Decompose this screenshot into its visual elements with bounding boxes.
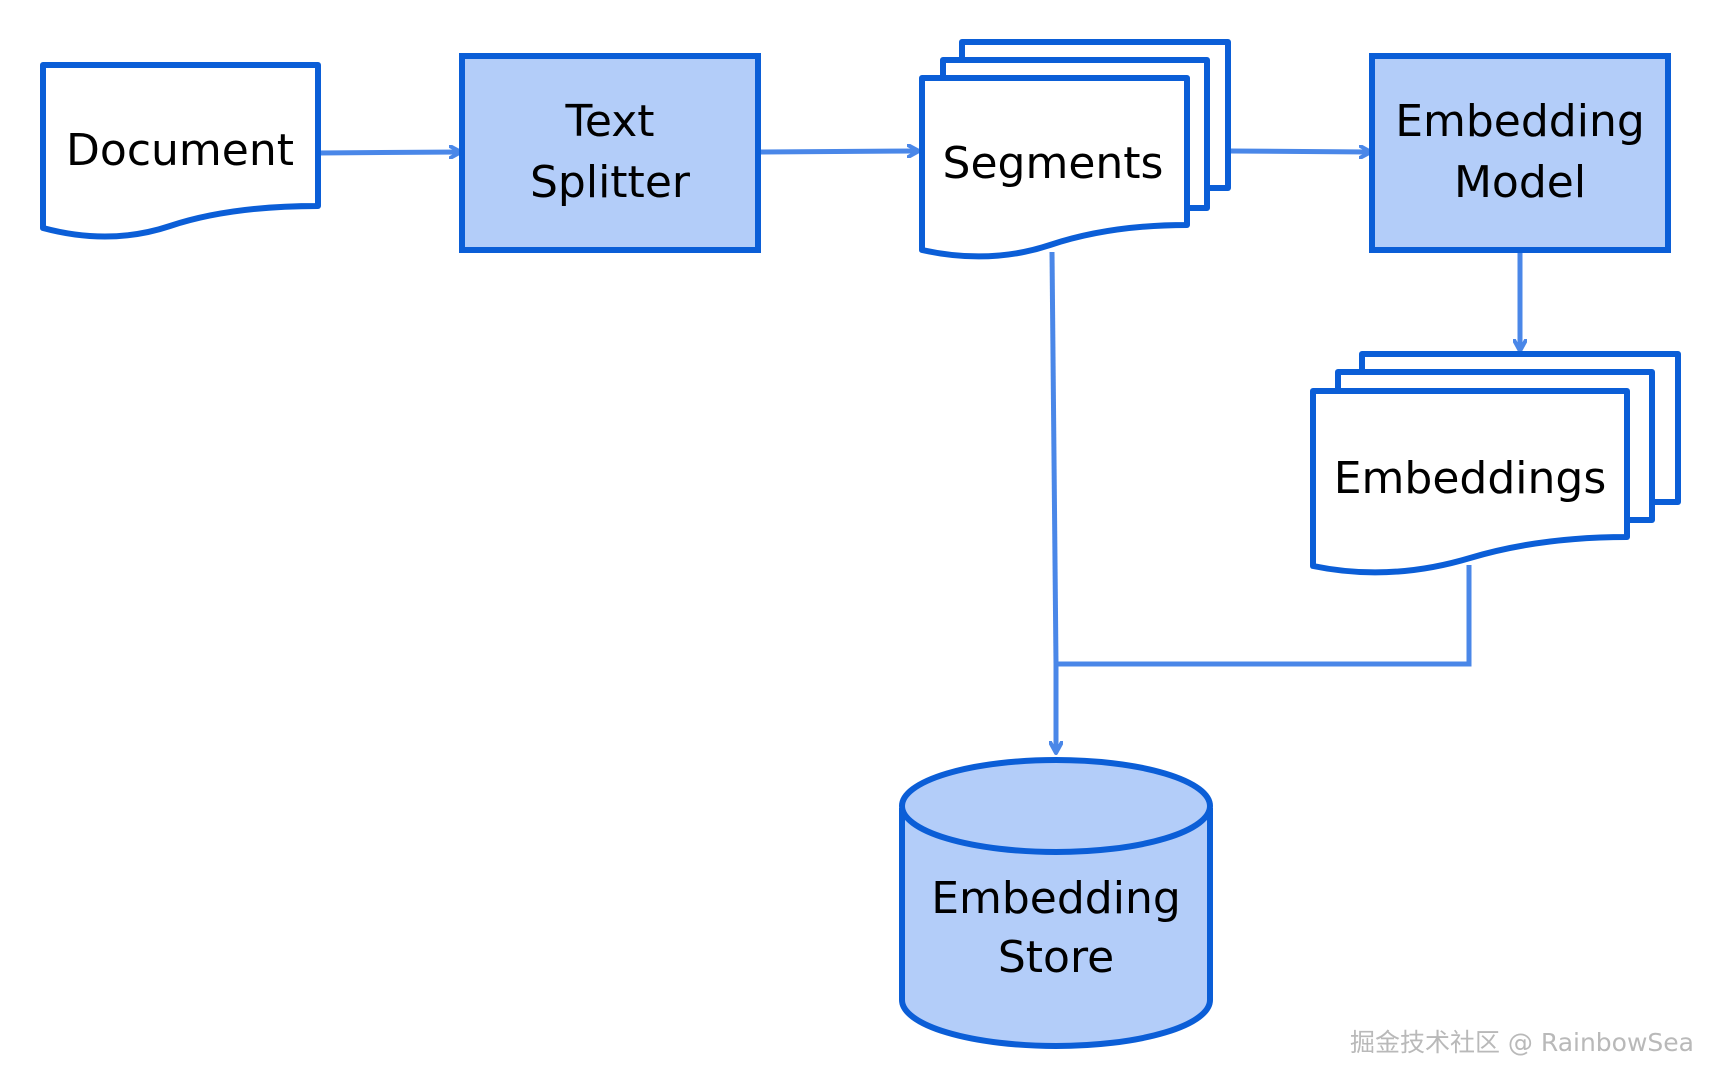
arrow-segments-to-model (1229, 151, 1370, 152)
embeddings-label: Embeddings (1334, 453, 1607, 504)
line-segments-down (1049, 251, 1059, 665)
embedding-model-label-line2: Model (1454, 157, 1586, 208)
embedding-model-label-line1: Embedding (1395, 96, 1645, 147)
embedding-model-box (1369, 53, 1671, 253)
text-splitter-label-line2: Splitter (530, 157, 691, 208)
segments-shape-front (919, 75, 1190, 260)
embedding-model-node: Embedding Model (1369, 53, 1671, 253)
embedding-store-label-line2: Store (998, 932, 1114, 983)
text-splitter-label-line1: Text (565, 96, 655, 147)
segments-node: Segments (919, 39, 1231, 260)
document-node: Document (40, 62, 321, 240)
embedding-store-top (899, 757, 1213, 855)
document-shape (40, 62, 321, 240)
watermark-text: 掘金技术社区 @ RainbowSea (1350, 1028, 1694, 1057)
arrow-document-to-splitter (317, 152, 460, 153)
text-splitter-node: Text Splitter (459, 53, 761, 253)
embedding-store-node: Embedding Store (899, 757, 1213, 1049)
text-splitter-box (459, 53, 761, 253)
embedding-store-label-line1: Embedding (931, 873, 1181, 924)
connectors (317, 151, 1520, 752)
segments-label: Segments (943, 138, 1164, 189)
document-label: Document (66, 125, 294, 176)
embeddings-node: Embeddings (1310, 351, 1681, 576)
line-embeddings-to-store (1056, 565, 1472, 667)
embedding-store-body (899, 808, 1213, 1049)
embeddings-shape-front (1310, 388, 1630, 576)
arrow-splitter-to-segments (757, 151, 918, 152)
